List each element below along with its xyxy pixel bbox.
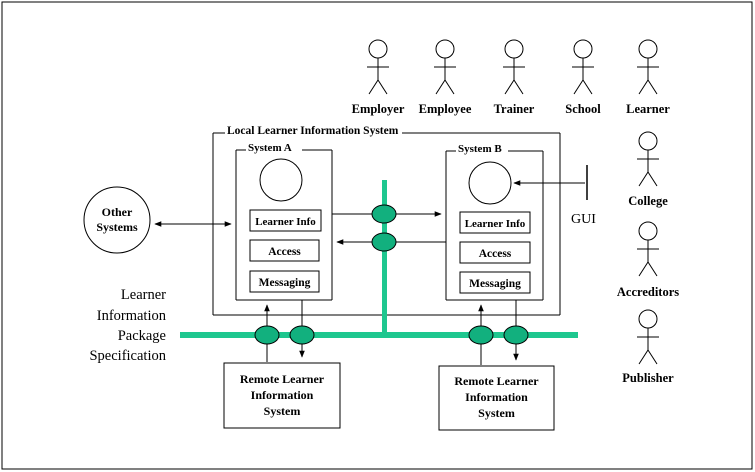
publisher-label: Publisher (622, 371, 674, 385)
system-b-title: System B (458, 143, 502, 155)
remote-system-2-label-2: Information (465, 390, 528, 404)
system-b-access: Access (479, 248, 512, 260)
spec-label-4: Specification (89, 348, 166, 364)
bus-node-b-right (503, 325, 529, 345)
learner-actor-icon (637, 39, 659, 95)
remote-system-2-label-3: System (478, 406, 515, 420)
system-b-box (445, 150, 544, 301)
bus-node-top (371, 204, 397, 224)
spec-label-1: Learner (121, 287, 166, 303)
remote-system-1-label-1: Remote Learner (240, 372, 325, 386)
system-a-learner-info: Learner Info (255, 216, 316, 228)
accreditors-label: Accreditors (617, 285, 679, 299)
employer-label: Employer (352, 102, 405, 116)
publisher-actor-icon (637, 309, 659, 365)
system-a-messaging-box (249, 270, 320, 293)
bus-node-a-right (289, 325, 315, 345)
college-actor-icon (637, 131, 659, 187)
school-label: School (565, 102, 601, 116)
system-b-messaging-box (459, 271, 531, 294)
gui-label: GUI (571, 212, 596, 227)
system-b-access-box (459, 241, 531, 264)
trainer-label: Trainer (494, 102, 535, 116)
remote-system-1-label-3: System (264, 404, 301, 418)
horizontal-bus (180, 332, 578, 338)
remote-system-2-box (438, 365, 555, 431)
other-systems-circle (83, 186, 151, 254)
system-b-learner-info-box (459, 211, 531, 234)
other-systems-label-1: Other (102, 205, 133, 219)
college-label: College (628, 194, 668, 208)
other-systems-label-2: Systems (96, 220, 138, 234)
remote-system-1-box (223, 362, 341, 429)
employee-label: Employee (419, 102, 472, 116)
system-b-messaging: Messaging (469, 278, 521, 290)
trainer-actor-icon (503, 39, 525, 95)
remote-system-1-label-2: Information (251, 388, 314, 402)
system-a-learner-info-box (249, 209, 322, 232)
bus-node-a-left (254, 325, 280, 345)
bus-node-middle (371, 232, 397, 252)
system-a-circle (259, 158, 303, 202)
system-a-title: System A (248, 142, 292, 154)
bus-node-b-left (468, 325, 494, 345)
spec-label-3: Package (118, 328, 166, 344)
system-b-learner-info: Learner Info (465, 218, 526, 230)
employee-actor-icon (434, 39, 456, 95)
school-actor-icon (572, 39, 594, 95)
actors-group: Employer Employee Trainer School LearnerColl… (352, 39, 679, 385)
learner-label: Learner (626, 102, 670, 116)
employer-actor-icon (367, 39, 389, 95)
local-system-title: Local Learner Information System (227, 125, 399, 137)
remote-system-2-label-1: Remote Learner (454, 374, 539, 388)
system-b-circle (468, 161, 512, 205)
system-a-access-box (249, 239, 320, 262)
accreditors-actor-icon (637, 221, 659, 277)
system-a-messaging: Messaging (259, 277, 311, 289)
spec-label-2: Information (97, 308, 167, 324)
system-a-access: Access (268, 246, 301, 258)
vertical-bus (382, 180, 387, 336)
system-a-box (235, 149, 333, 301)
